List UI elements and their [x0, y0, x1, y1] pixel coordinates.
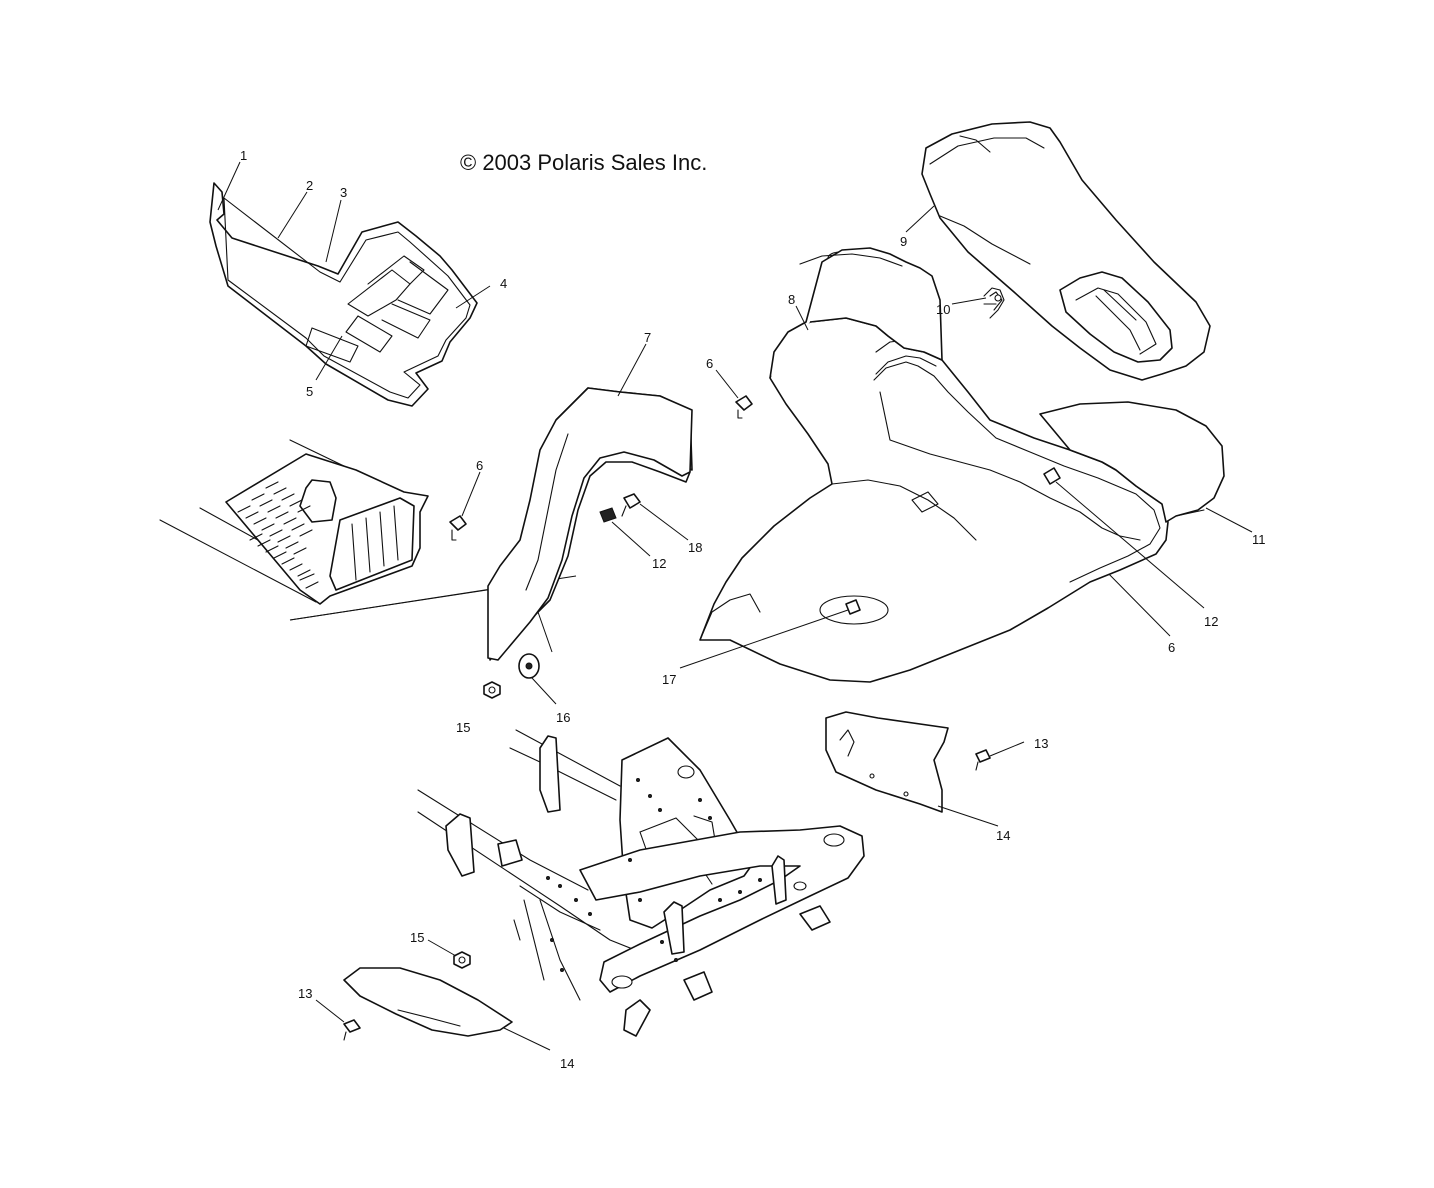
nut-lower — [453, 951, 471, 969]
rear-cab — [1039, 401, 1225, 523]
splash-panel-lower — [343, 967, 513, 1037]
push-rivet-center — [735, 395, 753, 419]
footwell-mat-assembly — [209, 182, 478, 407]
front-fender — [487, 387, 693, 661]
cab-plug — [845, 599, 861, 615]
seat-latch — [983, 287, 1005, 319]
screw-13-upper — [975, 749, 991, 771]
push-rivet-left — [449, 515, 467, 541]
callout-10: 10 — [936, 302, 950, 317]
callout-9: 9 — [900, 234, 907, 249]
callout-4: 4 — [500, 276, 507, 291]
callout-12-right: 12 — [1204, 614, 1218, 629]
screw-18 — [621, 493, 641, 517]
callout-14-lower: 14 — [560, 1056, 574, 1071]
callout-3: 3 — [340, 185, 347, 200]
footrest-panel — [159, 439, 429, 605]
callout-2: 2 — [306, 178, 313, 193]
callout-7: 7 — [644, 330, 651, 345]
callout-5: 5 — [306, 384, 313, 399]
washer — [518, 653, 540, 679]
callout-17: 17 — [662, 672, 676, 687]
seat — [921, 121, 1211, 381]
front-cab — [699, 251, 1169, 683]
callout-6-right: 6 — [1168, 640, 1175, 655]
callout-16: 16 — [556, 710, 570, 725]
callout-6-left: 6 — [476, 458, 483, 473]
callout-8: 8 — [788, 292, 795, 307]
callout-15-upper: 15 — [456, 720, 470, 735]
splash-panel-upper — [825, 711, 949, 813]
callout-15-lower: 15 — [410, 930, 424, 945]
fuel-cap-area — [769, 247, 943, 379]
copyright-text: © 2003 Polaris Sales Inc. — [460, 150, 707, 175]
callout-1: 1 — [240, 148, 247, 163]
screw-13-lower — [343, 1019, 361, 1041]
callout-11: 11 — [1252, 532, 1266, 547]
speed-nut-right — [1043, 467, 1061, 485]
callout-18: 18 — [688, 540, 702, 555]
callout-6-center: 6 — [706, 356, 713, 371]
frame — [417, 729, 865, 1037]
nut-upper — [483, 681, 501, 699]
speed-nut-left — [599, 507, 617, 523]
callout-12-left: 12 — [652, 556, 666, 571]
callout-13-upper: 13 — [1034, 736, 1048, 751]
callout-13-lower: 13 — [298, 986, 312, 1001]
callout-14-upper: 14 — [996, 828, 1010, 843]
